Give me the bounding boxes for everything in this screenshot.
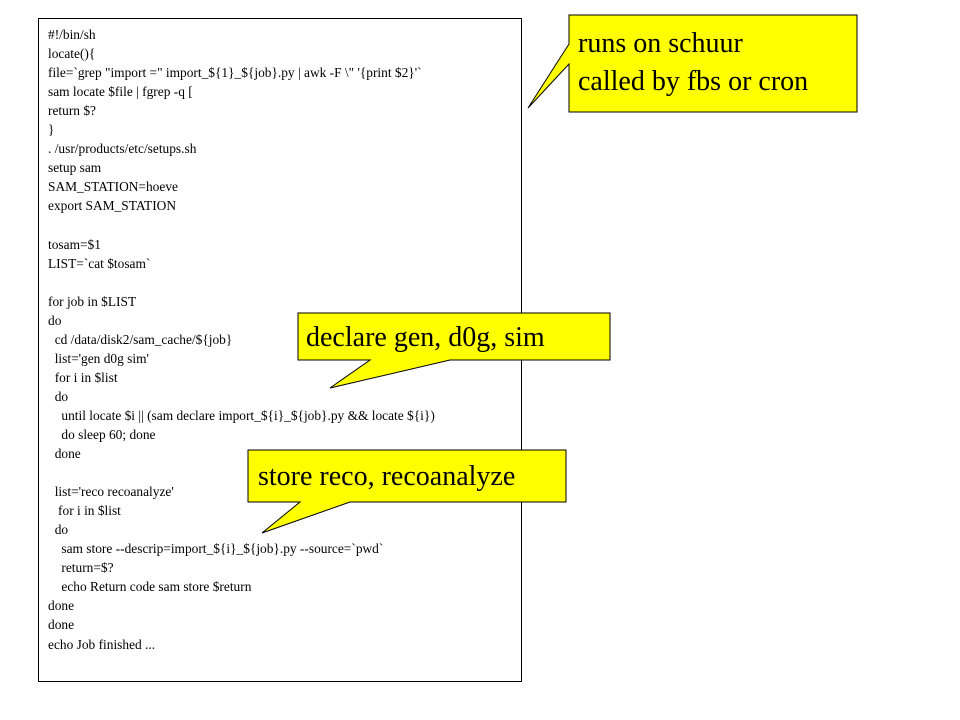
script-line: return=$? (48, 560, 114, 576)
script-line (48, 273, 517, 292)
script-line: export SAM_STATION (48, 198, 176, 214)
script-line: done (48, 598, 75, 614)
script-line: done (48, 446, 81, 462)
script-line: for i in $list (48, 503, 121, 519)
script-listing: #!/bin/sh locate(){ file=`grep "import =" … (38, 18, 522, 682)
callout-runs-bubble (527, 14, 858, 113)
script-line: list='reco recoanalyze' (48, 484, 174, 500)
script-line: do (48, 388, 69, 404)
script-line: echo Job finished ... (48, 636, 156, 652)
script-line: do sleep 60; done (48, 426, 156, 442)
script-line: #!/bin/sh (48, 27, 96, 42)
script-line: . /usr/products/etc/setups.sh (48, 141, 197, 157)
script-line: list='gen d0g sim' (48, 350, 149, 366)
script-line: setup sam (48, 160, 102, 176)
script-line (48, 463, 517, 482)
script-line: echo Return code sam store $return (48, 579, 252, 595)
script-line: sam locate $file | fgrep -q [ (48, 84, 193, 100)
callout-runs-on-schuur: runs on schuur called by fbs or cron (527, 14, 858, 113)
script-line: LIST=`cat $tosam` (48, 255, 151, 271)
script-line: tosam=$1 (48, 236, 101, 252)
script-line: return $? (48, 103, 96, 119)
script-lines: #!/bin/sh locate(){ file=`grep "import =" … (48, 25, 517, 654)
script-line: done (48, 617, 75, 633)
script-line: sam store --descrip=import_${i}_${job}.p… (48, 541, 384, 557)
script-line: do (48, 522, 69, 538)
callout-runs-line2: called by fbs or cron (578, 66, 808, 97)
script-line: SAM_STATION=hoeve (48, 179, 178, 195)
script-line: file=`grep "import =" import_${1}_${job}… (48, 65, 422, 81)
script-line (48, 215, 517, 234)
callout-runs-line1: runs on schuur (578, 28, 744, 59)
script-line: for i in $list (48, 369, 118, 385)
script-line: } (48, 122, 55, 138)
script-line: locate(){ (48, 46, 96, 62)
script-line: until locate $i || (sam declare import_$… (48, 407, 435, 423)
script-line: cd /data/disk2/sam_cache/${job} (48, 331, 233, 347)
script-line: do (48, 312, 62, 328)
script-line: for job in $LIST (48, 293, 137, 309)
